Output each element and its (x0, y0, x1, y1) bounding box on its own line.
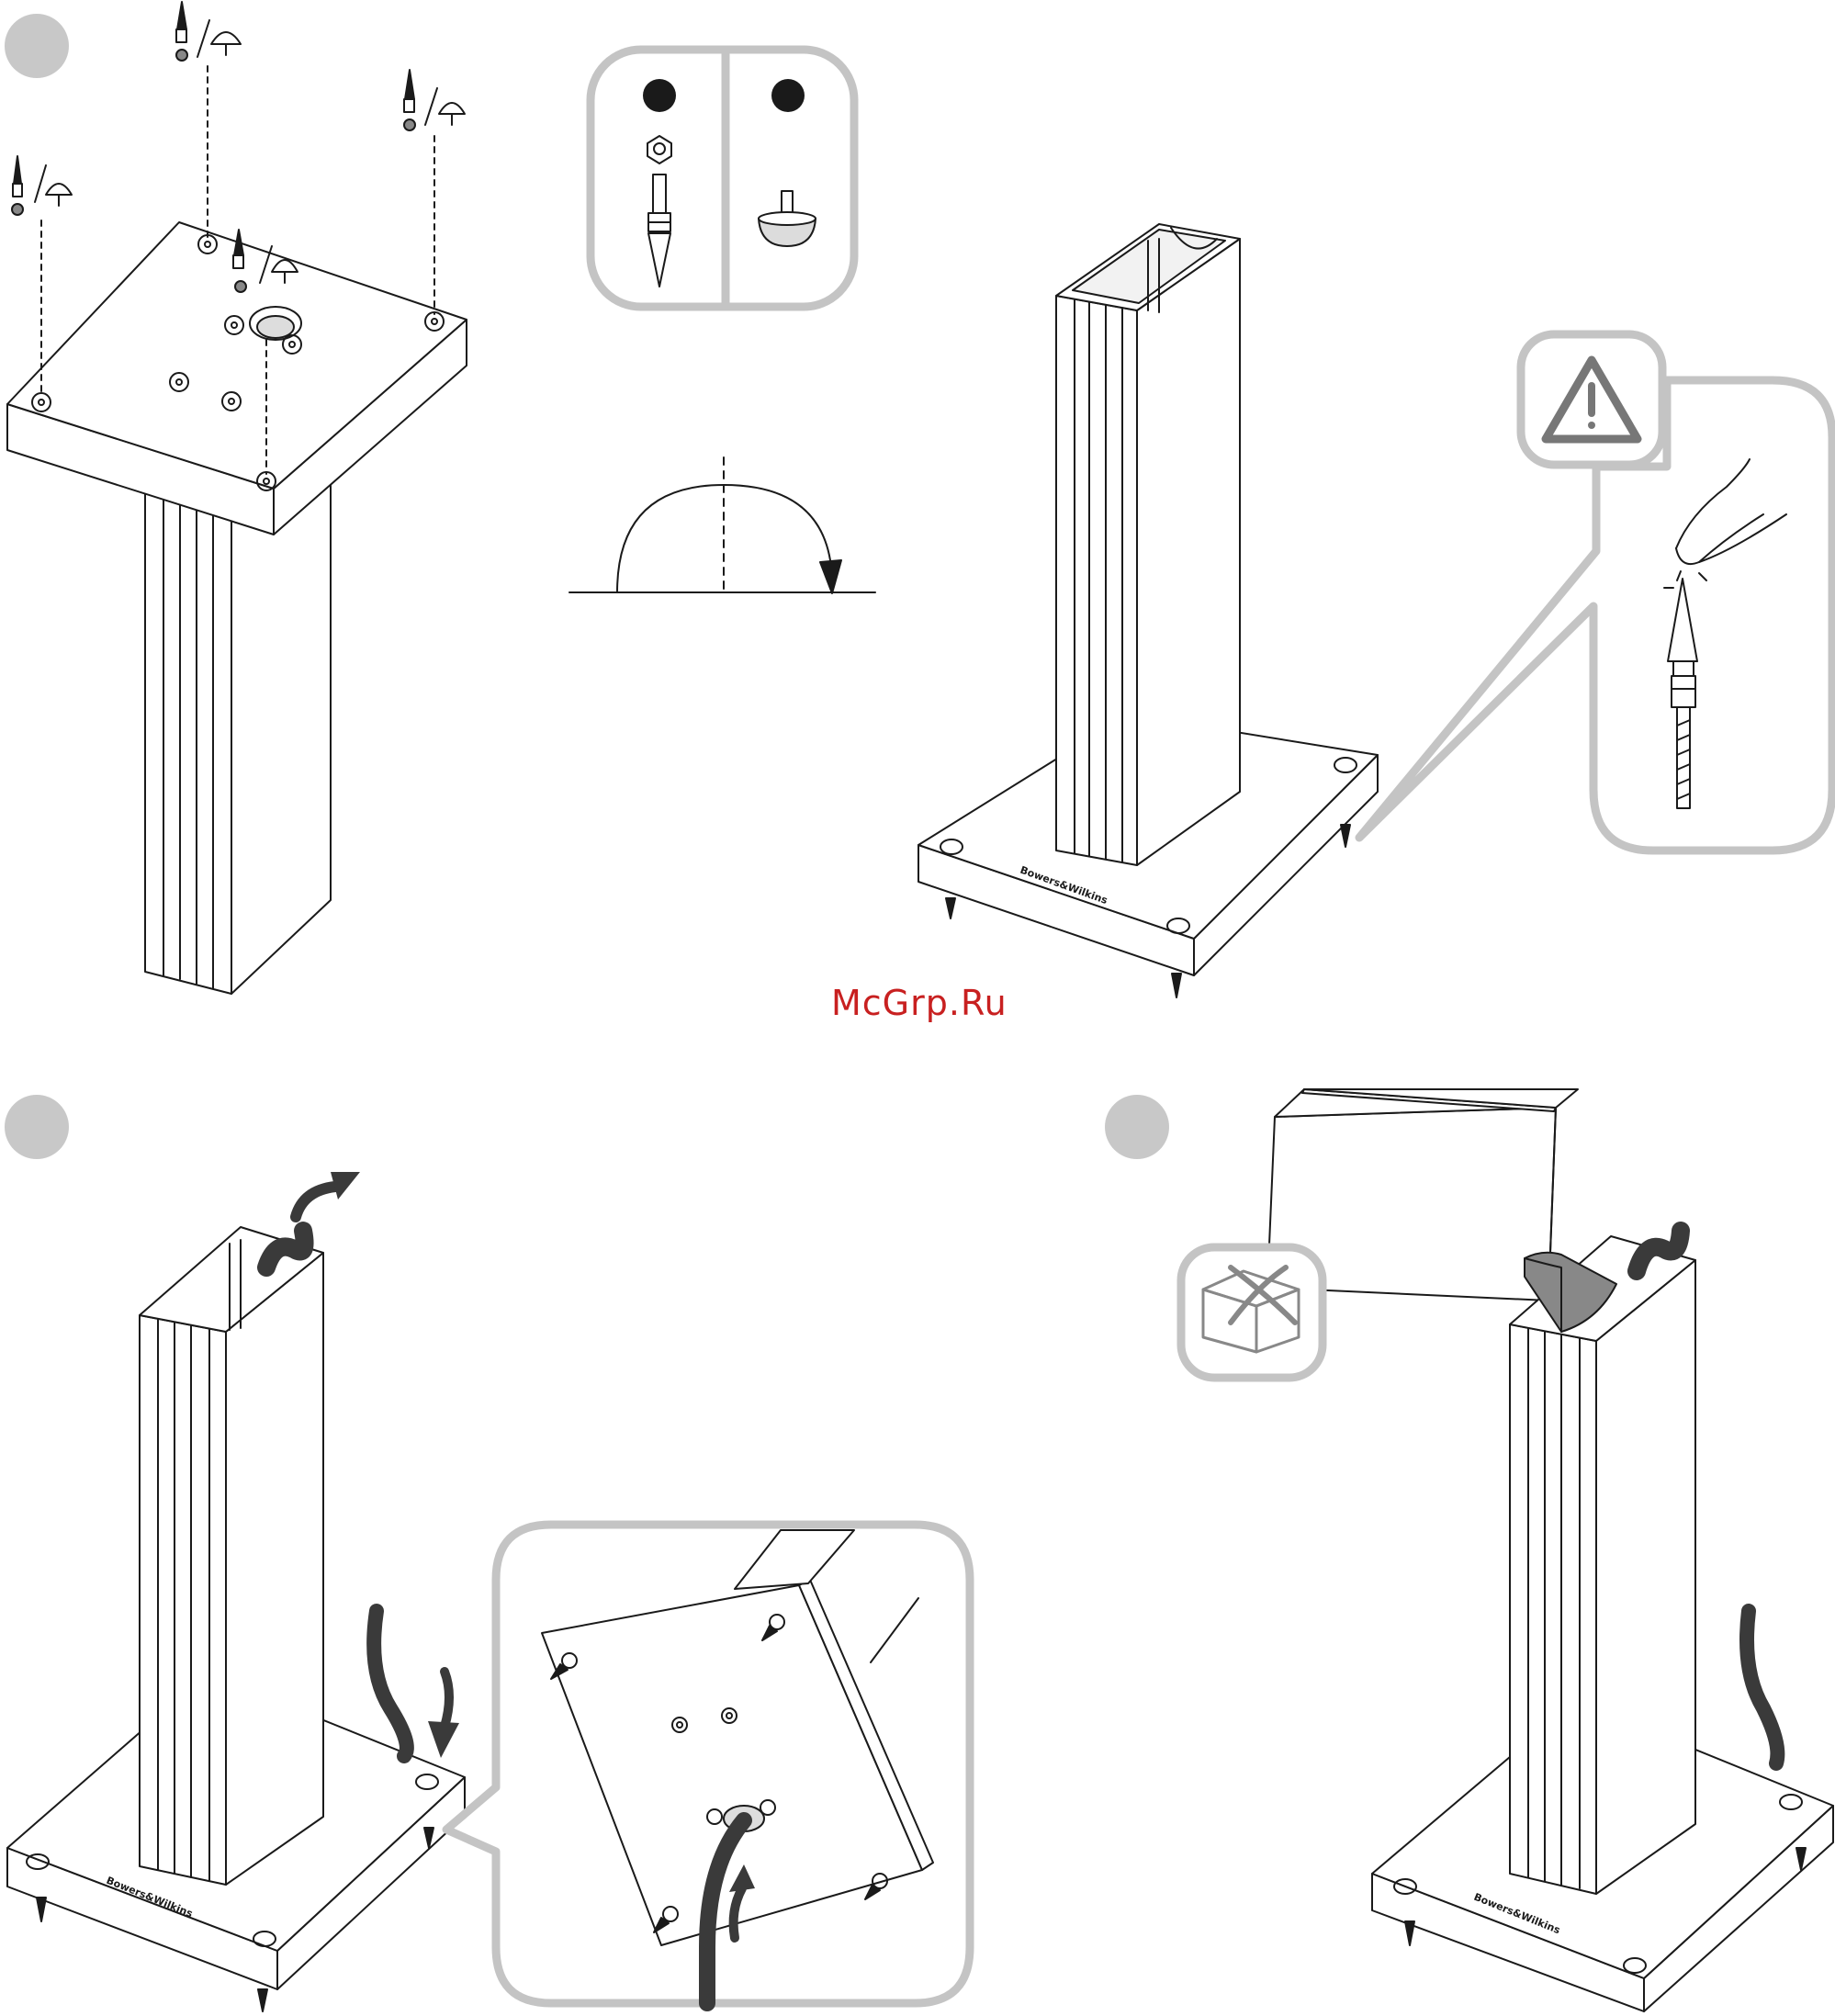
rotation-arrow-icon (569, 457, 875, 593)
spike-icon (404, 70, 465, 130)
arrow-icon (428, 1672, 459, 1758)
hardware-options-panel (591, 50, 854, 307)
step-2: Bowers&Wilkins (5, 1095, 970, 2011)
watermark: McGrp.Ru (831, 983, 1008, 1023)
step-3: Bowers&Wilkins (1105, 1089, 1833, 2011)
step-2-marker (5, 1095, 69, 1159)
spike-warning-callout (1359, 334, 1832, 850)
step-1-marker (5, 14, 69, 78)
spike-icon (12, 156, 72, 215)
step-1: Bowers&Wilkins (5, 2, 1832, 997)
cable-icon (1747, 1611, 1777, 1763)
cable-icon (374, 1611, 407, 1756)
assembled-stand: Bowers&Wilkins (918, 224, 1378, 997)
base-underside-callout (446, 1525, 970, 2003)
no-box-callout (1181, 1247, 1323, 1378)
stand-column (145, 478, 331, 994)
spike-icon (176, 2, 241, 61)
step-3-marker (1105, 1095, 1169, 1159)
arrow-icon (296, 1172, 360, 1217)
